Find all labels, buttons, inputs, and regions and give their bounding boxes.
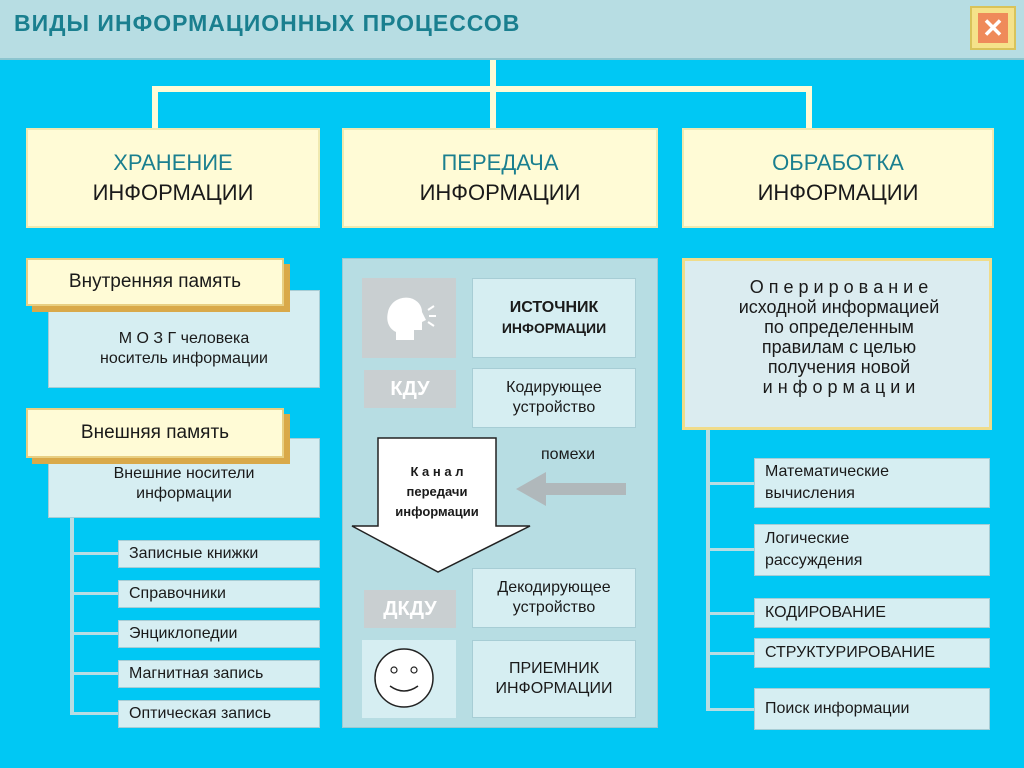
processing-desc-line: исходной информацией bbox=[738, 297, 940, 317]
category-transfer-line2: ИНФОРМАЦИИ bbox=[419, 180, 581, 205]
source-label-1: ИСТОЧНИК bbox=[509, 299, 599, 316]
header-bar bbox=[0, 0, 1024, 60]
channel-label-2: передачи bbox=[406, 484, 468, 499]
speaker-icon-box bbox=[362, 278, 456, 358]
internal-memory-desc-1: М О З Г человека bbox=[118, 330, 250, 347]
storage-tree-tick bbox=[70, 672, 118, 675]
processing-desc-line: получения новой bbox=[767, 357, 911, 377]
processing-tree-tick bbox=[706, 708, 754, 711]
processing-tree-tick bbox=[706, 482, 754, 485]
category-storage: ХРАНЕНИЕ ИНФОРМАЦИИ bbox=[26, 128, 320, 228]
speaking-head-icon bbox=[387, 297, 436, 340]
decoder-box: Декодирующее устройство bbox=[472, 568, 636, 628]
storage-tree-tick bbox=[70, 712, 118, 715]
connector-horizontal bbox=[152, 86, 812, 92]
category-transfer: ПЕРЕДАЧА ИНФОРМАЦИИ bbox=[342, 128, 658, 228]
category-storage-line2: ИНФОРМАЦИИ bbox=[92, 180, 254, 205]
external-memory-desc-2: информации bbox=[136, 485, 232, 502]
connector-right bbox=[806, 86, 812, 130]
storage-tree-tick bbox=[70, 592, 118, 595]
processing-item-coding: КОДИРОВАНИЕ bbox=[754, 598, 990, 628]
source-label-2: ИНФОРМАЦИИ bbox=[501, 320, 607, 336]
processing-tree-tick bbox=[706, 612, 754, 615]
processing-item-logic-2: рассуждения bbox=[765, 552, 863, 569]
decoder-label-2: устройство bbox=[512, 599, 596, 616]
internal-memory-label: Внутренняя память bbox=[26, 258, 284, 306]
category-transfer-line1: ПЕРЕДАЧА bbox=[441, 150, 559, 175]
storage-item-optical: Оптическая запись bbox=[118, 700, 320, 728]
channel-label: К а н а л передачи информации bbox=[378, 462, 496, 522]
category-storage-line1: ХРАНЕНИЕ bbox=[113, 150, 233, 175]
processing-item-search: Поиск информации bbox=[754, 688, 990, 730]
decoder-label-1: Декодирующее bbox=[497, 579, 611, 596]
encoder-label-1: Кодирующее bbox=[506, 379, 602, 396]
processing-tree-tick bbox=[706, 548, 754, 551]
processing-desc-line: по определенным bbox=[764, 317, 914, 337]
external-memory-label: Внешняя память bbox=[26, 408, 284, 458]
receiver-box: ПРИЕМНИК ИНФОРМАЦИИ bbox=[472, 640, 636, 718]
channel-down-arrow bbox=[351, 437, 531, 573]
processing-desc: О п е р и р о в а н и е исходной информа… bbox=[682, 258, 992, 430]
processing-tree-tick bbox=[706, 652, 754, 655]
processing-item-math-2: вычисления bbox=[765, 485, 855, 502]
processing-desc-line: и н ф о р м а ц и и bbox=[762, 377, 916, 397]
external-memory-desc-1: Внешние носители bbox=[113, 465, 255, 482]
processing-item-logic-1: Логические bbox=[765, 530, 850, 547]
receiver-label-2: ИНФОРМАЦИИ bbox=[495, 680, 613, 697]
internal-memory-desc-2: носитель информации bbox=[100, 350, 268, 367]
noise-left-arrow bbox=[516, 472, 626, 506]
encoder-box: Кодирующее устройство bbox=[472, 368, 636, 428]
receiver-label-1: ПРИЕМНИК bbox=[508, 660, 600, 677]
processing-tree-line bbox=[706, 430, 710, 710]
storage-item-reference-books: Справочники bbox=[118, 580, 320, 608]
storage-tree-tick bbox=[70, 632, 118, 635]
close-button[interactable]: ✕ bbox=[970, 6, 1016, 50]
processing-item-math: Математические вычисления bbox=[754, 458, 990, 508]
smiley-icon-box bbox=[362, 640, 456, 718]
dkdu-label: ДКДУ bbox=[364, 590, 456, 628]
category-processing: ОБРАБОТКА ИНФОРМАЦИИ bbox=[682, 128, 994, 228]
kdu-label: КДУ bbox=[364, 370, 456, 408]
storage-item-magnetic: Магнитная запись bbox=[118, 660, 320, 688]
storage-item-notebooks: Записные книжки bbox=[118, 540, 320, 568]
storage-tree-tick bbox=[70, 552, 118, 555]
storage-item-encyclopedias: Энциклопедии bbox=[118, 620, 320, 648]
storage-tree-line bbox=[70, 510, 74, 714]
channel-label-3: информации bbox=[395, 504, 479, 519]
processing-item-math-1: Математические bbox=[765, 463, 889, 480]
internal-memory-desc: М О З Г человека носитель информации bbox=[48, 290, 320, 388]
category-processing-line1: ОБРАБОТКА bbox=[772, 150, 904, 175]
noise-label: помехи bbox=[541, 446, 596, 463]
processing-item-logic: Логические рассуждения bbox=[754, 524, 990, 576]
close-icon: ✕ bbox=[978, 13, 1008, 43]
encoder-label-2: устройство bbox=[512, 399, 596, 416]
source-box: ИСТОЧНИК ИНФОРМАЦИИ bbox=[472, 278, 636, 358]
connector-trunk bbox=[490, 60, 496, 130]
category-processing-line2: ИНФОРМАЦИИ bbox=[757, 180, 919, 205]
processing-desc-line: правилам с целью bbox=[761, 337, 917, 357]
page-title: ВИДЫ ИНФОРМАЦИОННЫХ ПРОЦЕССОВ bbox=[14, 10, 521, 36]
channel-label-1: К а н а л bbox=[410, 464, 464, 479]
connector-left bbox=[152, 86, 158, 130]
smiley-face-icon bbox=[374, 648, 434, 708]
processing-desc-line: О п е р и р о в а н и е bbox=[749, 277, 929, 297]
processing-item-structuring: СТРУКТУРИРОВАНИЕ bbox=[754, 638, 990, 668]
